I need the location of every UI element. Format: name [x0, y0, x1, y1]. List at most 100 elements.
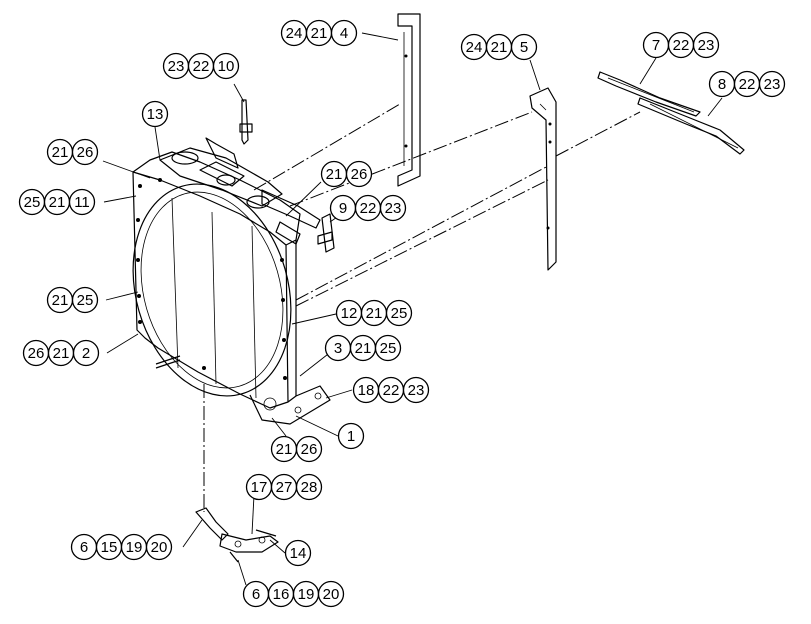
- callout-bubble: [295, 473, 323, 501]
- callout-number: 21: [276, 441, 293, 458]
- lower-linkage-assembly: [195, 507, 279, 563]
- callout-number: 25: [77, 292, 94, 309]
- callout-number: 27: [276, 479, 293, 496]
- callout-number: 23: [764, 76, 781, 93]
- callout-number: 23: [385, 200, 402, 217]
- callout-number: 19: [126, 539, 143, 556]
- callout-bubble: [510, 33, 538, 61]
- callout-number: 17: [251, 479, 268, 496]
- callout-number: 24: [466, 39, 483, 56]
- callout-number: 21: [355, 340, 372, 357]
- callout-number: 23: [168, 58, 185, 75]
- callout-number: 20: [151, 539, 168, 556]
- callout-number: 26: [301, 441, 318, 458]
- callout-number: 8: [718, 76, 726, 93]
- callout-number: 21: [491, 39, 508, 56]
- callout-number: 25: [380, 340, 397, 357]
- callout-number: 10: [218, 58, 235, 75]
- alignment-lines: [203, 103, 641, 512]
- callout-bubble: [284, 539, 312, 567]
- callout-bubble: [402, 376, 430, 404]
- callout-7-22-23: 7 22 23: [642, 31, 720, 59]
- callout-number: 12: [341, 305, 358, 322]
- callout-13: 13: [141, 100, 169, 128]
- callout-bubble: [212, 52, 240, 80]
- seal-strip-part-8: [637, 97, 745, 155]
- leader-lines: [102, 32, 723, 586]
- callout-14: 14: [284, 539, 312, 567]
- callout-21-26-c: 21 26: [270, 435, 323, 463]
- callout-number: 5: [520, 39, 528, 56]
- callout-23-22-10: 23 22 10: [162, 52, 240, 80]
- callout-number: 21: [311, 25, 328, 42]
- seal-strip-part-7: [597, 71, 701, 117]
- callout-8-22-23: 8 22 23: [708, 70, 786, 98]
- callout-17-27-28: 17 27 28: [245, 473, 323, 501]
- callout-number: 26: [28, 345, 45, 362]
- callout-number: 2: [82, 345, 90, 362]
- callout-21-26-a: 21 26: [46, 138, 99, 166]
- callout-number: 3: [334, 340, 342, 357]
- callout-24-21-4: 24 21 4: [280, 19, 358, 47]
- callout-bubble: [758, 70, 786, 98]
- callout-number: 11: [74, 194, 90, 211]
- callout-number: 26: [351, 166, 368, 183]
- callout-number: 7: [652, 37, 660, 54]
- callout-number: 19: [298, 586, 315, 603]
- callout-number: 23: [408, 382, 425, 399]
- callout-bubble: [692, 31, 720, 59]
- callout-bubble: [72, 339, 100, 367]
- callout-bubble: [374, 334, 402, 362]
- callout-bubble: [337, 422, 365, 450]
- callout-bubble: [71, 138, 99, 166]
- callout-number: 22: [383, 382, 400, 399]
- callout-bubble: [295, 435, 323, 463]
- callout-number: 21: [326, 166, 343, 183]
- callout-number: 6: [80, 539, 88, 556]
- callout-number: 21: [49, 194, 66, 211]
- callout-number: 25: [24, 194, 41, 211]
- callout-number: 21: [366, 305, 383, 322]
- callout-number: 20: [323, 586, 340, 603]
- callout-6-15-19-20: 6 15 19 20: [70, 533, 173, 561]
- callout-number: 23: [698, 37, 715, 54]
- callout-number: 15: [101, 539, 118, 556]
- callout-number: 13: [147, 106, 164, 123]
- callout-bubble: [68, 188, 96, 216]
- callout-number: 26: [77, 144, 94, 161]
- callout-number: 22: [360, 200, 377, 217]
- radiator-shroud: [132, 151, 331, 425]
- callout-number: 4: [340, 25, 348, 42]
- callout-bubble: [141, 100, 169, 128]
- callout-21-26-b: 21 26: [320, 160, 373, 188]
- callout-number: 24: [286, 25, 303, 42]
- callout-number: 25: [391, 305, 408, 322]
- callout-number: 9: [339, 200, 347, 217]
- callout-number: 28: [301, 479, 318, 496]
- callout-18-22-23: 18 22 23: [352, 376, 430, 404]
- callout-24-21-5: 24 21 5: [460, 33, 538, 61]
- callout-number: 22: [739, 76, 756, 93]
- callout-number: 6: [252, 586, 260, 603]
- callout-bubble: [385, 299, 413, 327]
- callout-number: 21: [52, 144, 69, 161]
- callout-number: 14: [290, 545, 307, 562]
- callout-9-22-23: 9 22 23: [329, 194, 407, 222]
- callout-12-21-25: 12 21 25: [335, 299, 413, 327]
- callout-26-21-2: 26 21 2: [22, 339, 100, 367]
- callout-number: 22: [193, 58, 210, 75]
- callout-number: 18: [358, 382, 375, 399]
- callout-1: 1: [337, 422, 365, 450]
- callout-bubble: [330, 19, 358, 47]
- seal-strip-part-4: [397, 13, 421, 187]
- callout-number: 22: [673, 37, 690, 54]
- top-tank-assembly: [159, 137, 321, 245]
- callout-number: 21: [53, 345, 70, 362]
- callout-bubble: [71, 286, 99, 314]
- callout-bubble: [145, 533, 173, 561]
- seal-strip-part-5: [529, 87, 557, 271]
